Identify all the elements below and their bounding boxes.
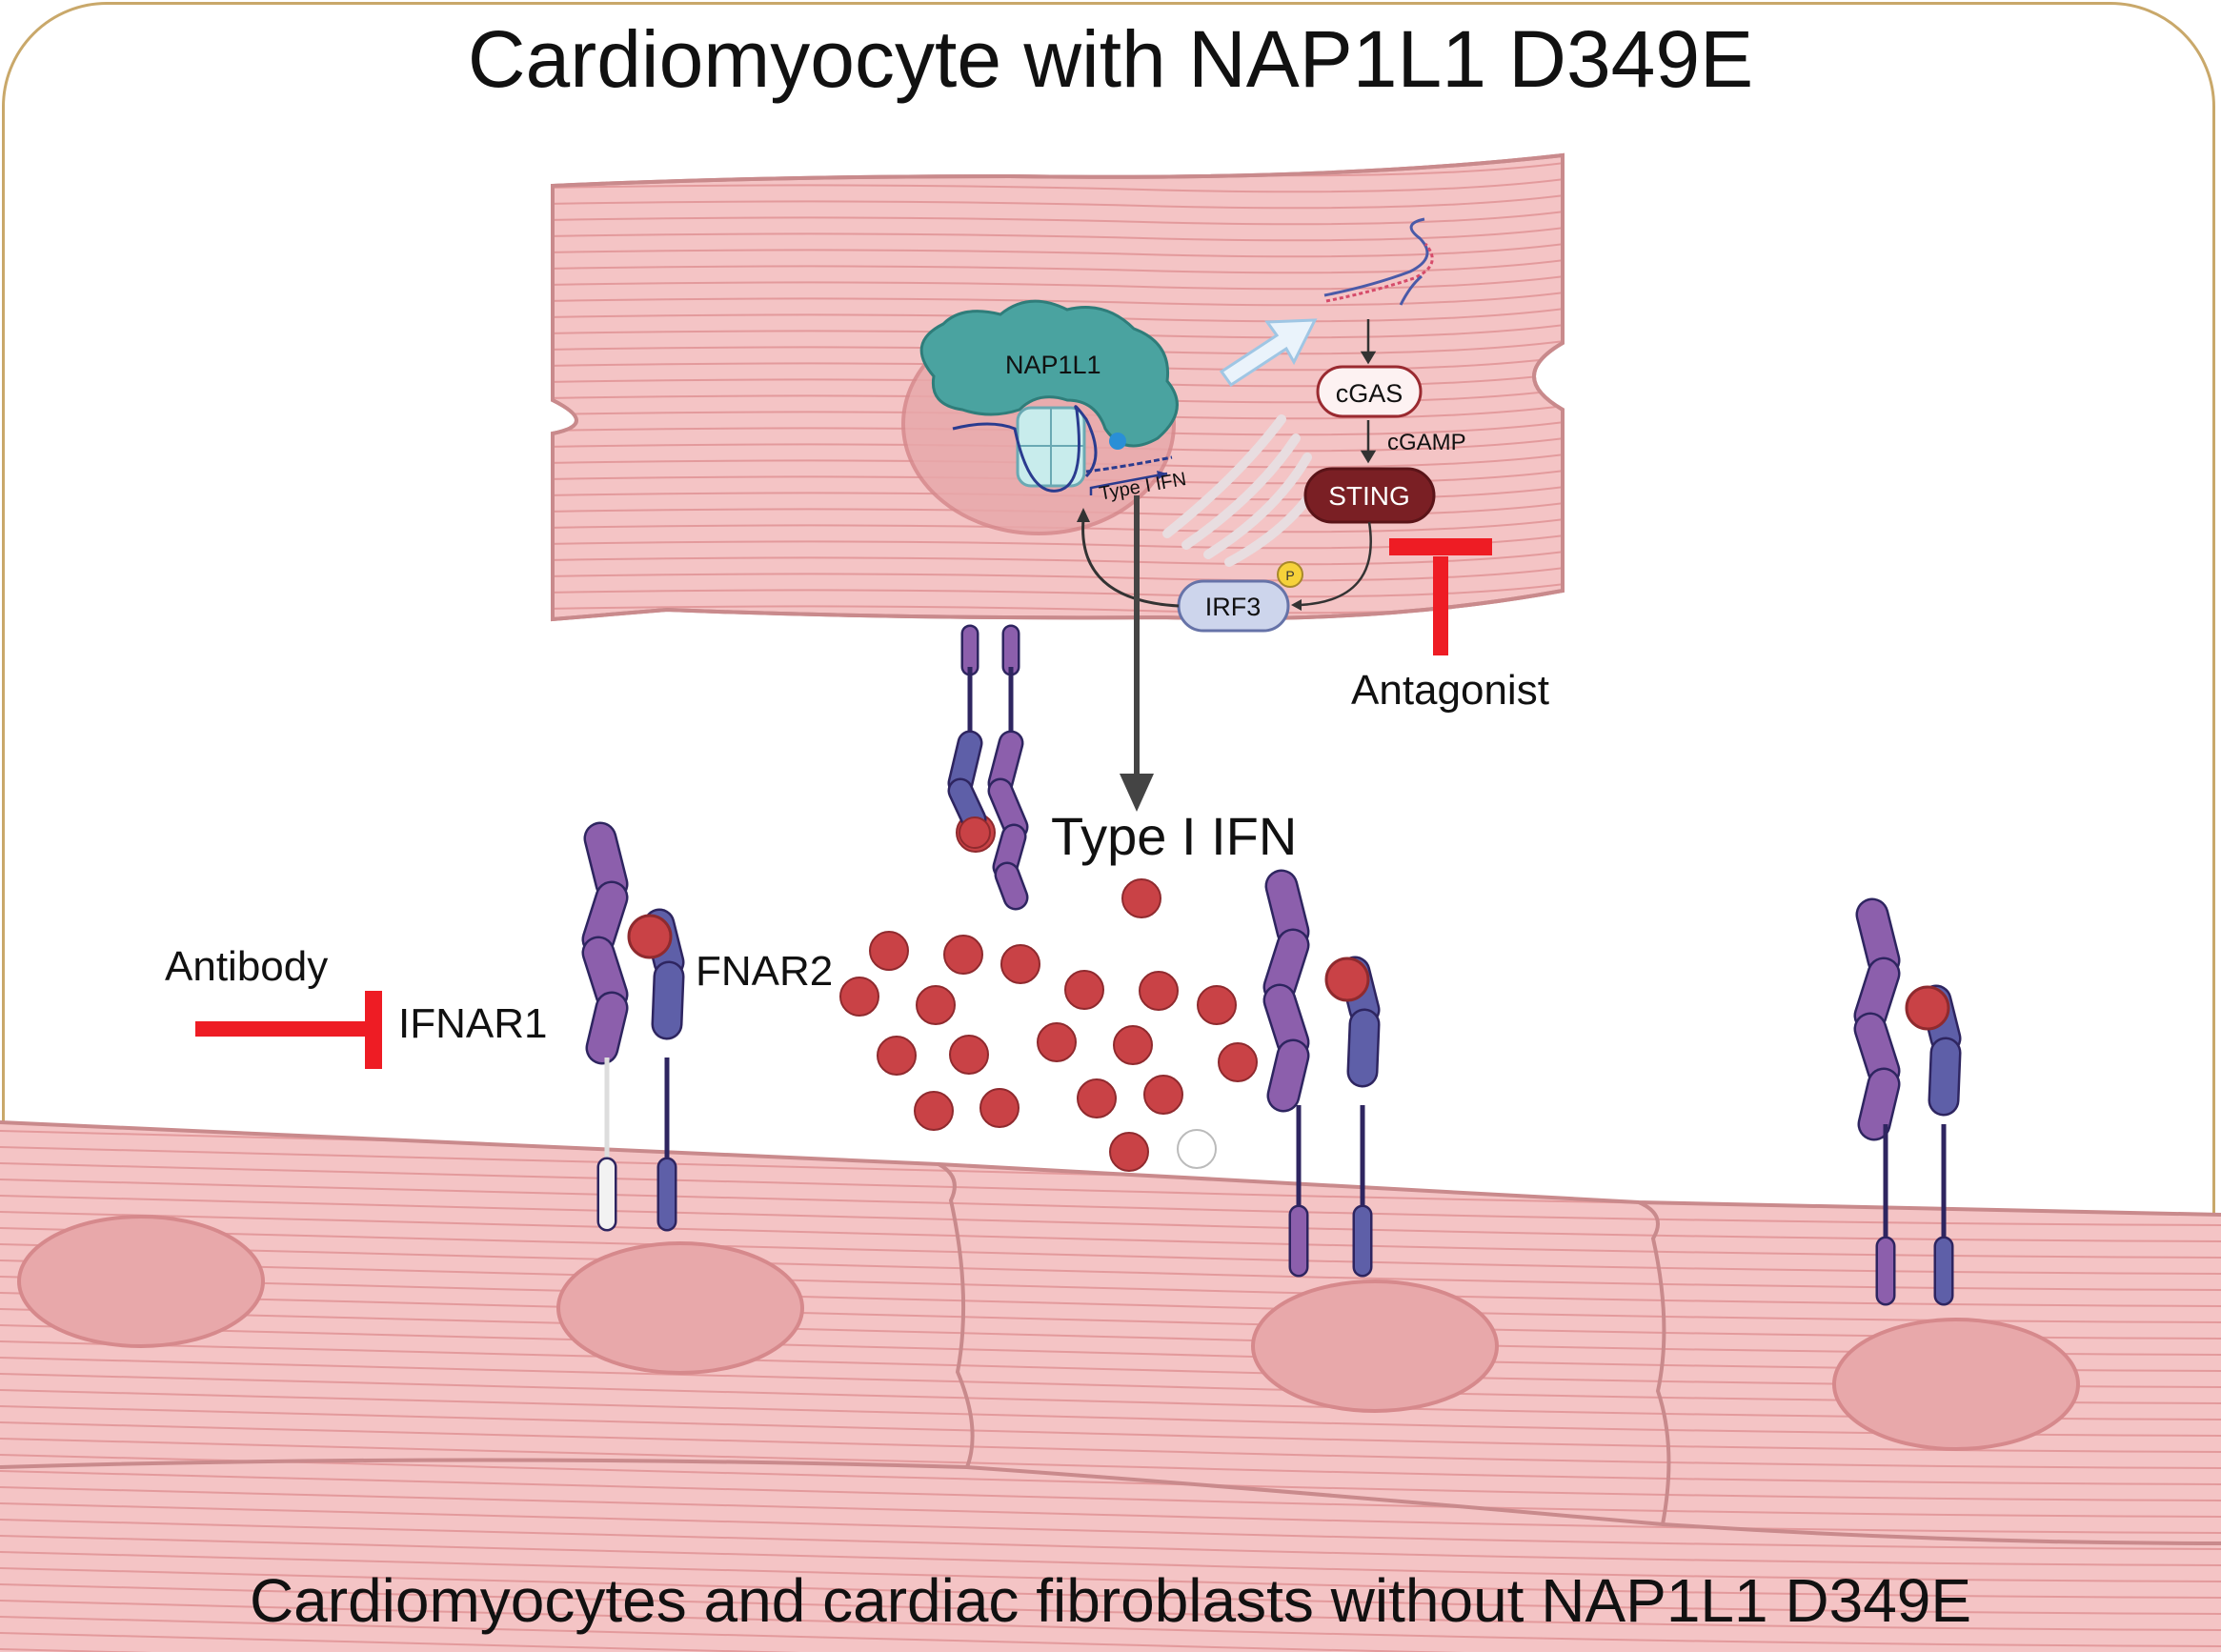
antibody-label: Antibody	[165, 943, 329, 990]
ifn-ball	[979, 1088, 1020, 1128]
cytosolic-dna-icon	[1323, 217, 1434, 306]
receptor-domain	[990, 733, 1021, 794]
fnar2-label: FNAR2	[696, 948, 834, 995]
receptor-domain	[586, 824, 626, 898]
antagonist-label: Antagonist	[1351, 667, 1549, 714]
receptor-domain	[950, 780, 984, 830]
ifnar-receptors	[581, 624, 1962, 1306]
bound-ifn-ball	[959, 816, 991, 849]
receptor-domain	[1267, 872, 1307, 946]
irf3-node: IRF3 P	[1177, 561, 1303, 633]
receptor-domain	[950, 733, 980, 794]
ifn-ball	[1064, 970, 1104, 1010]
bound-ifn-ball	[1324, 957, 1370, 1002]
receptor-domain	[584, 883, 626, 954]
ifnar1-label: IFNAR1	[398, 1000, 548, 1047]
dna-export-arrow	[1219, 318, 1318, 388]
receptor-domain	[1860, 1070, 1898, 1138]
receptor-domain	[1856, 959, 1898, 1030]
ifn-ball	[1218, 1042, 1258, 1082]
antibody-inhibitor	[195, 991, 382, 1069]
nap1l1-protein	[919, 299, 1179, 450]
type1ifn-secreted-label: Type I IFN	[1051, 806, 1298, 866]
ifn-ball	[1077, 1078, 1117, 1118]
cgamp-label: cGAMP	[1387, 430, 1466, 455]
receptor-domain	[1930, 1039, 1959, 1114]
ifn-ball	[869, 931, 909, 971]
sting-node: STING	[1303, 467, 1436, 524]
svg-text:STING: STING	[1328, 481, 1410, 511]
receptor-domain	[584, 938, 626, 1009]
ifn-ball	[949, 1035, 989, 1075]
phospho-badge	[1277, 561, 1303, 588]
ifn-ball	[1113, 1025, 1153, 1065]
ifn-ball	[877, 1036, 917, 1076]
bottom-nucleus-4	[1832, 1318, 2080, 1451]
receptor-domain	[654, 963, 682, 1038]
ifn-ball	[1109, 1132, 1149, 1172]
cgas-node: cGAS	[1316, 365, 1423, 418]
receptor-domain	[1269, 1041, 1307, 1110]
receptor-domain	[1858, 900, 1898, 975]
empty-ifn-ball	[1177, 1129, 1217, 1169]
nap1l1-label: NAP1L1	[1005, 351, 1101, 379]
page-title: Cardiomyocyte with NAP1L1 D349E	[467, 14, 1754, 104]
ifn-ball	[914, 1091, 954, 1131]
bottom-nucleus-1	[17, 1215, 265, 1348]
bottom-nucleus-3	[1251, 1279, 1499, 1413]
bound-ifn-ball	[627, 914, 673, 959]
receptor-domain	[1265, 986, 1307, 1057]
bound-ifn-ball	[1905, 985, 1950, 1031]
mutation-dot	[1109, 433, 1126, 450]
bottom-cells	[0, 1120, 2221, 1652]
bottom-nucleus-2	[556, 1241, 804, 1375]
ifn-ball	[916, 985, 956, 1025]
receptor-domain	[990, 780, 1026, 837]
sting-to-irf3-arrow	[1300, 521, 1372, 607]
svg-text:P: P	[1285, 568, 1294, 583]
ifn-ball	[1143, 1075, 1183, 1115]
svg-text:IRF3: IRF3	[1205, 593, 1262, 621]
receptor-domain	[1856, 1015, 1898, 1085]
receptor-domain	[1349, 1011, 1378, 1085]
ifn-ball	[839, 977, 879, 1017]
ifn-ball	[1037, 1022, 1077, 1062]
ifn-ball	[1139, 971, 1179, 1011]
receptor-domain	[588, 994, 626, 1062]
ifn-ball	[1121, 878, 1161, 918]
nucleosome	[952, 405, 1173, 493]
receptor-domain	[1265, 931, 1307, 1001]
antagonist-inhibitor	[1389, 538, 1492, 655]
svg-text:cGAS: cGAS	[1336, 379, 1403, 408]
irf3-to-gene-arrow	[1081, 518, 1180, 608]
ifn-ball	[943, 935, 983, 975]
cgas-pathway-arrows	[1360, 319, 1377, 464]
ifn-ball	[1000, 944, 1040, 984]
type1ifn-gene-marker	[1089, 471, 1168, 495]
type1ifn-ligands	[839, 813, 1258, 1172]
receptor-domain	[997, 864, 1026, 908]
ifn-ball	[1197, 985, 1237, 1025]
footer-caption: Cardiomyocytes and cardiac fibroblasts w…	[249, 1566, 1972, 1635]
